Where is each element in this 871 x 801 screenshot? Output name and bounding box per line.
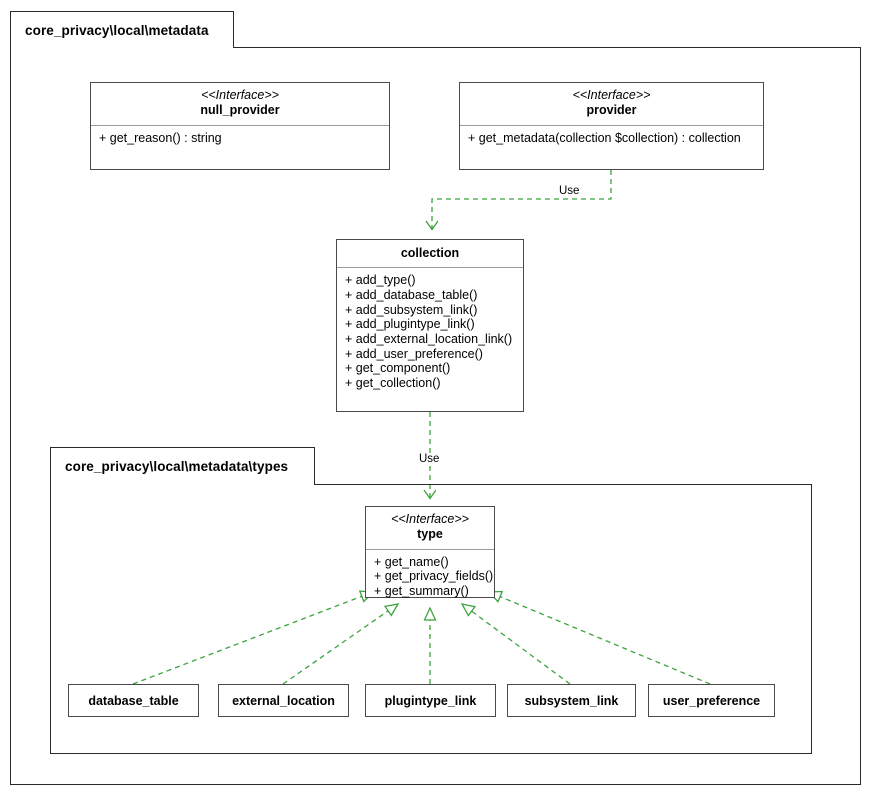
class-box-database-table[interactable]: database_table xyxy=(68,684,199,717)
class-header-null-provider: <<Interface>> null_provider xyxy=(91,83,389,126)
class-box-type[interactable]: <<Interface>> type + get_name() + get_pr… xyxy=(365,506,495,598)
class-member: + get_collection() xyxy=(345,376,441,391)
class-name-label: collection xyxy=(400,246,460,260)
class-name-label: external_location xyxy=(232,693,335,708)
class-members-null-provider: + get_reason() : string xyxy=(91,126,389,152)
class-name-label: type xyxy=(417,527,443,542)
outer-package-body xyxy=(10,47,861,785)
class-box-null-provider[interactable]: <<Interface>> null_provider + get_reason… xyxy=(90,82,390,170)
class-box-collection[interactable]: collection + add_type() + add_database_t… xyxy=(336,239,524,412)
class-member: + add_database_table() xyxy=(345,287,478,302)
class-members-provider: + get_metadata(collection $collection) :… xyxy=(460,126,763,152)
class-header-collection: collection xyxy=(337,240,523,269)
inner-package-body xyxy=(50,484,812,754)
class-members-collection: + add_type() + add_database_table() + ad… xyxy=(337,268,523,397)
class-name-label: provider xyxy=(586,103,637,118)
class-member: + add_external_location_link() xyxy=(345,332,513,346)
inner-package-tab: core_privacy\local\metadata\types xyxy=(50,447,315,485)
class-member: + add_user_preference() xyxy=(345,346,483,361)
class-header-type: <<Interface>> type xyxy=(366,507,494,550)
stereotype-label: <<Interface>> xyxy=(391,512,469,526)
class-name-label: database_table xyxy=(88,693,179,708)
class-header-provider: <<Interface>> provider xyxy=(460,83,763,126)
relation-label-use-collection-type: Use xyxy=(417,453,442,465)
stereotype-label: <<Interface>> xyxy=(201,88,279,102)
inner-package-label: core_privacy\local\metadata\types xyxy=(65,459,289,474)
class-box-external-location[interactable]: external_location xyxy=(218,684,349,717)
class-member: + get_component() xyxy=(345,361,451,376)
class-name-label: user_preference xyxy=(662,693,761,708)
class-member: + get_privacy_fields() xyxy=(374,569,494,584)
class-members-type: + get_name() + get_privacy_fields() + ge… xyxy=(366,550,494,605)
outer-package-tab: core_privacy\local\metadata xyxy=(10,11,234,48)
class-box-provider[interactable]: <<Interface>> provider + get_metadata(co… xyxy=(459,82,764,170)
outer-package-label: core_privacy\local\metadata xyxy=(25,22,209,38)
class-member: + add_subsystem_link() xyxy=(345,302,478,317)
class-box-subsystem-link[interactable]: subsystem_link xyxy=(507,684,636,717)
class-member: + add_plugintype_link() xyxy=(345,317,475,332)
class-name-label: plugintype_link xyxy=(384,693,477,708)
class-box-user-preference[interactable]: user_preference xyxy=(648,684,775,717)
class-member: + get_name() xyxy=(374,554,449,569)
class-name-label: subsystem_link xyxy=(524,693,619,708)
class-member: + get_summary() xyxy=(374,583,469,598)
class-member: + add_type() xyxy=(345,273,416,288)
relation-label-use-provider-collection: Use xyxy=(557,185,582,197)
stereotype-label: <<Interface>> xyxy=(572,88,651,102)
class-box-plugintype-link[interactable]: plugintype_link xyxy=(365,684,496,717)
class-member: + get_metadata(collection $collection) :… xyxy=(468,130,741,145)
class-member: + get_reason() : string xyxy=(99,130,222,145)
class-name-label: null_provider xyxy=(200,103,280,118)
